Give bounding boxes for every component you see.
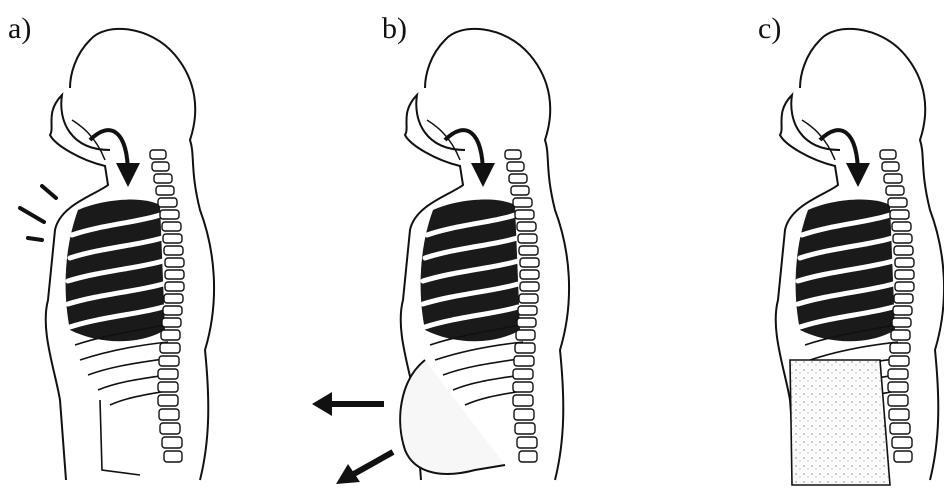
abdomen-outline-a	[100, 400, 140, 475]
figure-b	[400, 29, 569, 480]
belly-expanded-b	[400, 360, 505, 474]
figure-c	[776, 29, 944, 485]
down-left-arrow-icon	[336, 452, 393, 484]
left-arrow-icon	[312, 392, 384, 416]
belly-stippled-c	[790, 360, 890, 485]
motion-lines-icon	[20, 186, 56, 240]
figure-a	[20, 29, 214, 480]
